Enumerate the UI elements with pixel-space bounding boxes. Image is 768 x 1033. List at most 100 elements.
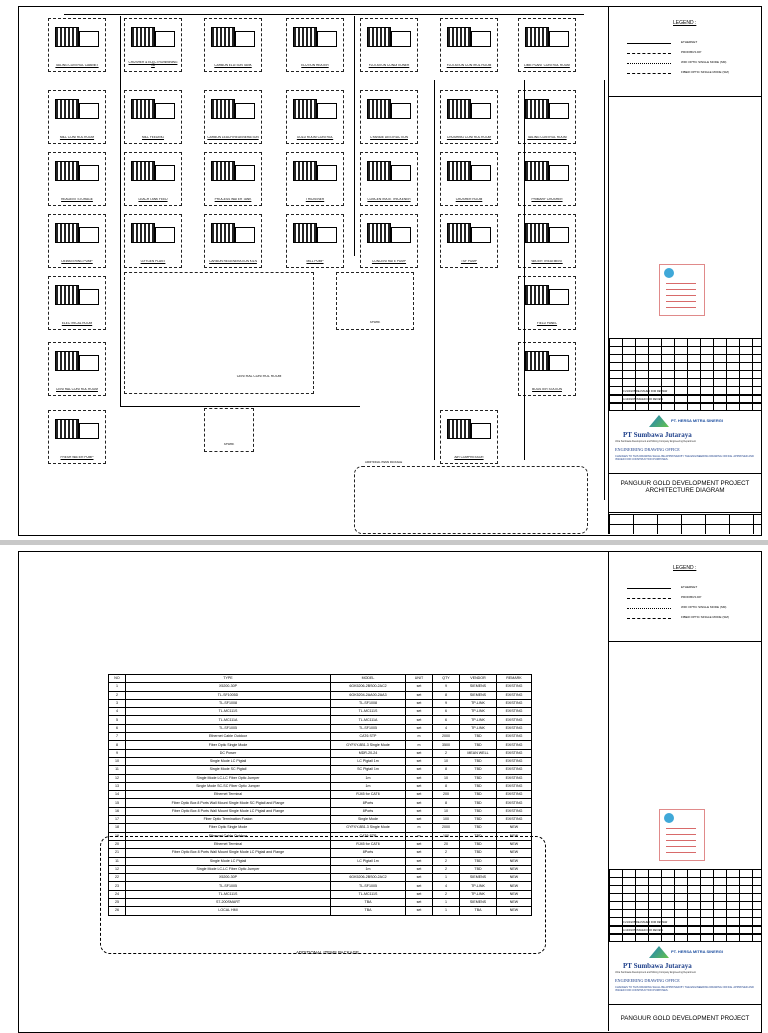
switch-icon [549,227,569,243]
plc-cabinet-icon [55,223,79,243]
table-cell: 9 [432,682,460,692]
station-box: FLOTATION CONTROL ROOM [440,18,498,72]
bom-header-cell: NO [108,673,126,684]
company-name: PT Sumbawa Jutaraya [623,962,692,970]
plc-cabinet-icon [525,223,549,243]
drawing-office: ENGINEERING DRAWING OFFICE [615,447,680,452]
bom-header-cell: MODEL [330,673,406,684]
station-box: LIME PLANT CONTROL ROOM [518,18,576,72]
company-subtitle: Ultra Sumbawa Development and Mining Com… [615,440,696,443]
switch-icon [471,31,491,47]
revision-grid [609,338,761,410]
table-cell: X5200-30P [125,682,331,692]
switch-icon [235,227,255,243]
approval-stamp [659,809,705,861]
station-box: TAILING CONTROL CABINET [48,18,106,72]
project-block: PANGUUR GOLD DEVELOPMENT PROJECT [609,1003,761,1031]
table-cell: set [405,748,433,758]
table-cell: EXISTING [496,790,532,800]
switch-icon [235,31,255,47]
station-label: CARBON ELUTION TANK [214,64,252,68]
table-cell: TBD [459,756,497,767]
table-cell: Fiber Optic Box 8 Ports Wall Mount Singl… [125,806,331,817]
plc-cabinet-icon [447,223,471,243]
station-label: TSF PUMP [460,260,478,264]
station-box: MILL CONTROL ROOM [48,90,106,144]
table-cell: 6 [432,707,460,717]
station-box: REAGENT STORAGE [48,152,106,206]
table-cell: TBD [459,798,497,808]
table-cell: SIEMENS [459,690,497,700]
station-label: FIELD PANEL [536,322,558,326]
station-label: CARBON REGENERATION KILN [209,260,257,264]
table-cell: DC Power [125,748,331,758]
approval-stamp [659,264,705,316]
table-cell: 8 [108,740,126,750]
station-box: GOLD ROOM CONTROL [286,90,344,144]
station-label: ELECTRICAL ROOM [61,322,93,326]
architecture-diagram: CENTRAL CONTROL ROOM SPARE SPARE ADDITIO… [24,10,608,534]
table-cell: EXISTING [496,682,532,692]
network-link [524,80,525,460]
legend-ethernet: ETHERNET [619,40,749,46]
table-cell: EXISTING [496,815,532,825]
switch-icon [79,31,99,47]
station-label: CRUSHER & ELECTROWINNING JB [128,60,178,68]
table-cell: set [405,756,433,767]
station-label: FRESH WATER PUMP [60,456,94,460]
table-cell: 6GK5204-2AA00-2AA3 [330,690,406,700]
table-cell: 6GK5206-2BS00-2AC2 [330,682,406,692]
station-label: AIR COMPRESSOR [454,456,484,460]
revision-row: A 10/03/25 ISSUED FOR REVIEW [609,927,761,935]
table-cell: TL-SF1005 [330,723,406,734]
project-title: PANGUUR GOLD DEVELOPMENT PROJECT [620,1015,750,1022]
spare-label: SPARE [223,443,235,447]
station-label: CARBON LEACH REGENERATION [207,136,259,140]
station-label: MILL CONTROL ROOM [59,136,95,140]
table-cell: Single Mode SC Pigtail [125,765,331,775]
revision-rows: 0 21/03/25 RE-ISSUED FOR REVIEW A 10/03/… [609,388,761,404]
plc-cabinet-icon [367,27,391,47]
station-label: FLOTATION CONDITIONER [368,64,410,68]
table-cell: 2000 [432,732,460,742]
table-cell: 100 [432,815,460,825]
plc-cabinet-icon [447,27,471,47]
legend: LEGEND : ETHERNET PROFIBUS DP WIFI OPTIC… [609,6,761,97]
spare-label: SPARE [369,321,381,325]
additional-items-package-label: ADDITIONAL ITEMS PACKAGE [365,461,403,464]
company-block: PT. HERSA MITRA SINERGI PT Sumbawa Jutar… [609,410,761,474]
plc-cabinet-icon [367,99,391,119]
station-box: PROCESS WATER TANK [204,152,262,206]
station-label: TAILING CONTROL CABINET [55,64,99,68]
table-cell: EXISTING [496,748,532,758]
station-box: MILL FEEDING [124,90,182,144]
network-link [120,16,121,406]
table-cell: 4 [432,723,460,734]
sheet-border [18,6,762,536]
table-cell: CAT6 STP [330,732,406,742]
table-cell: EXISTING [496,715,532,725]
plc-cabinet-icon [525,99,549,119]
station-box: FLOTATION CONDITIONER [360,18,418,72]
table-cell: 8 [432,690,460,700]
legend: LEGEND : ETHERNET PROFIBUS DP WIFI OPTIC… [609,551,761,642]
plc-cabinet-icon [131,99,155,119]
table-cell: TBD [459,765,497,775]
bom-header-cell: TYPE [125,673,331,684]
station-box: CENTRAL CONTROL ROOM [48,342,106,396]
hersa-logo-icon [649,946,669,958]
station-box: CONCENTRATE PUMP [360,214,418,268]
drawing-office: ENGINEERING DRAWING OFFICE [615,978,680,983]
table-cell: EXISTING [496,698,532,709]
station-label: OXYGEN PLANT [140,260,166,264]
switch-icon [79,423,99,439]
spare-box-2: SPARE [204,408,254,452]
revision-row: 0 21/03/25 RE-ISSUED FOR REVIEW [609,919,761,927]
